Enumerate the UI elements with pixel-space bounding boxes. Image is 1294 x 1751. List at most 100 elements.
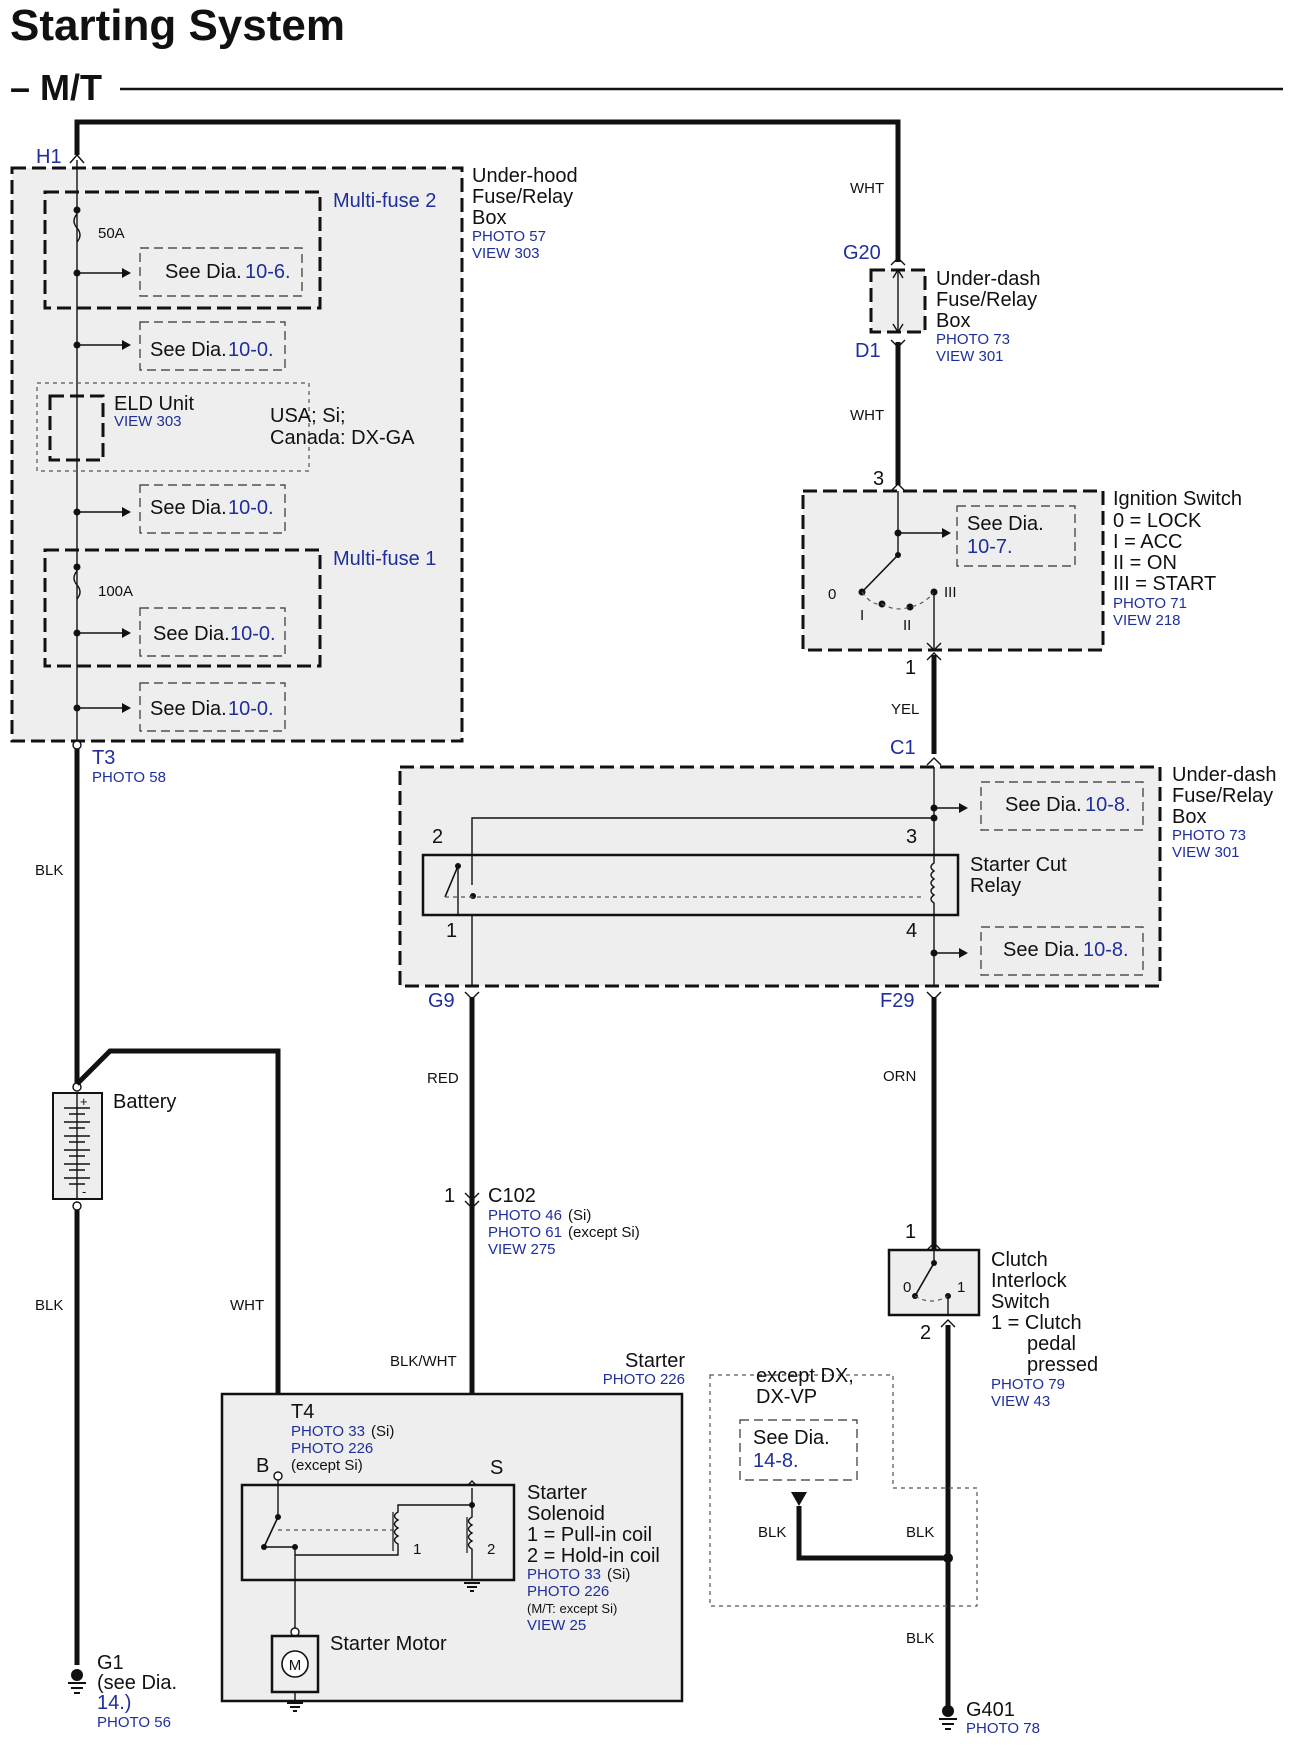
ignition-switch-name: Ignition Switch xyxy=(1113,488,1242,510)
underhood-box-outline xyxy=(10,166,464,743)
wire-label-blk-clutch-a: BLK xyxy=(906,1524,934,1541)
eld-unit-name: ELD Unit xyxy=(114,393,194,415)
fuse-50a-symbol xyxy=(73,213,81,243)
see-box-c xyxy=(139,682,286,732)
ground-g1-dot xyxy=(71,1669,83,1681)
solenoid-view: VIEW 25 xyxy=(527,1617,586,1634)
clutch-name-3: Switch xyxy=(991,1291,1050,1313)
c1-connector-symbol xyxy=(926,757,942,766)
eld-note-1: USA; Si; xyxy=(270,405,346,427)
wire-label-blk-t3: BLK xyxy=(35,862,63,879)
ignition-pin1-symbol xyxy=(926,652,942,661)
see-dia-text: See Dia. xyxy=(150,339,227,361)
starter-photo: PHOTO 226 xyxy=(603,1371,685,1388)
ignition-pos-2: II xyxy=(903,617,911,634)
wire-label-blk-clutch-b: BLK xyxy=(906,1630,934,1647)
relay-pin2-feed xyxy=(471,817,934,855)
arrow-icon xyxy=(959,948,968,958)
fuse-100a-symbol xyxy=(73,570,81,600)
see-box-a xyxy=(139,321,286,371)
solenoid-photo-1-note: (Si) xyxy=(607,1566,630,1583)
relay-coil-symbol xyxy=(930,855,936,915)
wire-label-wht-battery: WHT xyxy=(230,1297,264,1314)
see-box-multifuse2 xyxy=(139,247,303,297)
see-dia-text: See Dia. xyxy=(153,623,230,645)
wire-label-blk-ground: BLK xyxy=(35,1297,63,1314)
clutch-interlock-switch: 1 0 1 2 Clutch Interlock Switch 1 = Clut… xyxy=(887,1221,1098,1410)
c102-photo-2-note: (except Si) xyxy=(568,1224,640,1241)
ignition-pos-0: 0 xyxy=(828,586,836,603)
see-dia-ref-10-8: 10-8. xyxy=(1083,939,1129,961)
starter-pin-s: S xyxy=(490,1457,503,1479)
h1-connector-symbol xyxy=(69,153,85,164)
underdash-top-view: VIEW 301 xyxy=(936,348,1004,365)
solenoid-name-2: Solenoid xyxy=(527,1503,605,1525)
ignition-switch-box xyxy=(801,489,1105,652)
see-dia-ref-10-7: 10-7. xyxy=(967,536,1013,558)
motor-icon xyxy=(281,1650,309,1678)
see-box-except-dx xyxy=(739,1419,858,1481)
starter-motor-label: Starter Motor xyxy=(330,1633,447,1655)
underdash-top-name-1: Under-dash xyxy=(936,268,1041,290)
relay-name-1: Starter Cut xyxy=(970,854,1067,876)
see-box-ignition xyxy=(956,505,1076,567)
underdash-fuse-box-top: G20 Under-dash Fuse/Relay Box PHOTO 73 V… xyxy=(843,242,1041,365)
ignition-pin-3: 3 xyxy=(873,468,884,490)
see-dia-text: See Dia. xyxy=(1005,794,1082,816)
ignition-position-2: II = ON xyxy=(1113,552,1177,574)
arrow-icon xyxy=(959,803,968,813)
see-box-relay-bottom xyxy=(980,926,1144,976)
see-dia-ref-10-0: 10-0. xyxy=(228,497,274,519)
clutch-note-3: pressed xyxy=(1027,1354,1098,1376)
clutch-switch-blade xyxy=(914,1262,935,1297)
connector-c1: C1 xyxy=(890,737,916,759)
see-dia-ref-10-6: 10-6. xyxy=(245,261,291,283)
ignition-position-0: 0 = LOCK xyxy=(1113,510,1202,532)
fuse-100a-label: 100A xyxy=(98,583,133,600)
wire-except-dx-blk xyxy=(796,1506,948,1561)
clutch-note-2: pedal xyxy=(1027,1333,1076,1355)
see-dia-text: See Dia. xyxy=(753,1427,830,1449)
ground-g1: G1 (see Dia. 14.) PHOTO 56 xyxy=(68,1652,177,1731)
c102-name: C102 xyxy=(488,1185,536,1207)
arrow-icon xyxy=(122,628,131,638)
ignition-pin3-symbol xyxy=(890,483,906,492)
battery: + - Battery xyxy=(52,1082,176,1211)
wire-label-red: RED xyxy=(427,1070,459,1087)
relay-body xyxy=(421,853,960,917)
underdash-relay-view: VIEW 301 xyxy=(1172,844,1240,861)
page-title: Starting System xyxy=(10,1,345,50)
solenoid-photo-2-note: (M/T: except Si) xyxy=(527,1601,617,1616)
connector-g9: G9 xyxy=(428,990,455,1012)
see-dia-ref-10-0: 10-0. xyxy=(228,698,274,720)
relay-pin-4: 4 xyxy=(906,920,917,942)
battery-label: Battery xyxy=(113,1091,176,1113)
wire-label-yel: YEL xyxy=(891,701,919,718)
see-dia-text: See Dia. xyxy=(967,513,1044,535)
t4-photo-1: PHOTO 33 xyxy=(291,1423,365,1440)
underhood-box-name-1: Under-hood xyxy=(472,165,578,187)
except-dx-note-1: except DX, xyxy=(756,1365,854,1387)
clutch-name-2: Interlock xyxy=(991,1270,1068,1292)
multifuse2-label: Multi-fuse 2 xyxy=(333,190,436,212)
ignition-photo: PHOTO 71 xyxy=(1113,595,1187,612)
connector-arrow-icon xyxy=(791,1492,807,1506)
ignition-pos-1: I xyxy=(860,607,864,624)
eld-unit-view: VIEW 303 xyxy=(114,413,182,430)
c102-photo-1-note: (Si) xyxy=(568,1207,591,1224)
battery-cells xyxy=(64,1107,90,1185)
except-dx-option: except DX, DX-VP See Dia. 14-8. BLK xyxy=(709,1365,978,1607)
connector-g20: G20 xyxy=(843,242,881,264)
except-dx-outline xyxy=(709,1374,978,1607)
clutch-pin-1: 1 xyxy=(905,1221,916,1243)
see-dia-text: See Dia. xyxy=(165,261,242,283)
g20-connector-symbol xyxy=(890,257,906,266)
underdash-relay-name-3: Box xyxy=(1172,806,1206,828)
ground-g401-label: G401 xyxy=(966,1699,1015,1721)
ignition-contact-2 xyxy=(906,603,914,611)
ignition-position-1: I = ACC xyxy=(1113,531,1182,553)
ignition-switch-blade xyxy=(861,554,899,593)
underdash-relay-name-1: Under-dash xyxy=(1172,764,1277,786)
relay-contact-blade xyxy=(444,865,459,898)
connector-t3: T3 xyxy=(92,747,115,769)
